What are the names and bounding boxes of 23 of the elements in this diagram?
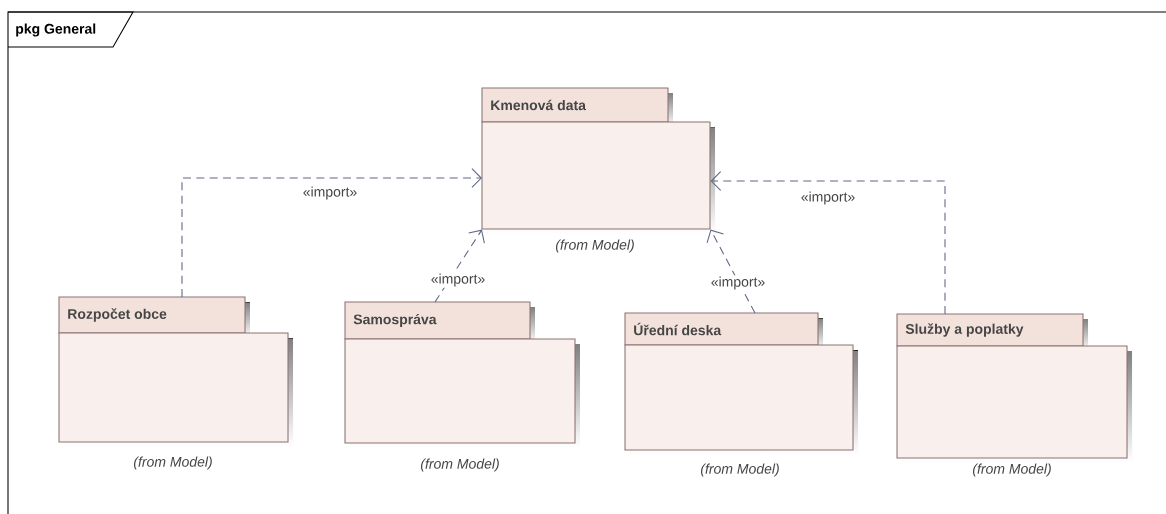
package-origin: (from Model) (421, 458, 499, 472)
node-label: Rozpočet obce (68, 308, 167, 322)
package-origin: (from Model) (556, 239, 634, 253)
edge-label: «import» (799, 190, 857, 206)
package-box: Úřední deska (624, 312, 858, 455)
edge-label: «import» (429, 272, 487, 288)
package-box: Rozpočet obce (58, 296, 293, 447)
package-origin: (from Model) (701, 463, 779, 477)
package-box: Kmenová data (481, 87, 715, 234)
package-origin: (from Model) (973, 463, 1051, 477)
import-arrow (181, 168, 482, 298)
node-label: Služby a poplatky (905, 323, 1024, 337)
import-arrow (710, 171, 946, 315)
import-arrow (434, 229, 485, 303)
node-label: Kmenová data (491, 99, 587, 111)
edge-label: «import» (709, 275, 767, 291)
edge-label: «import» (301, 185, 359, 201)
import-arrow (706, 229, 756, 314)
node-label: Samospráva (353, 313, 437, 328)
package-box: Služby a poplatky (896, 313, 1132, 463)
package-box: Samospráva (344, 301, 580, 448)
package-origin: (from Model) (134, 456, 212, 470)
node-label: Úřední deska (634, 322, 722, 336)
